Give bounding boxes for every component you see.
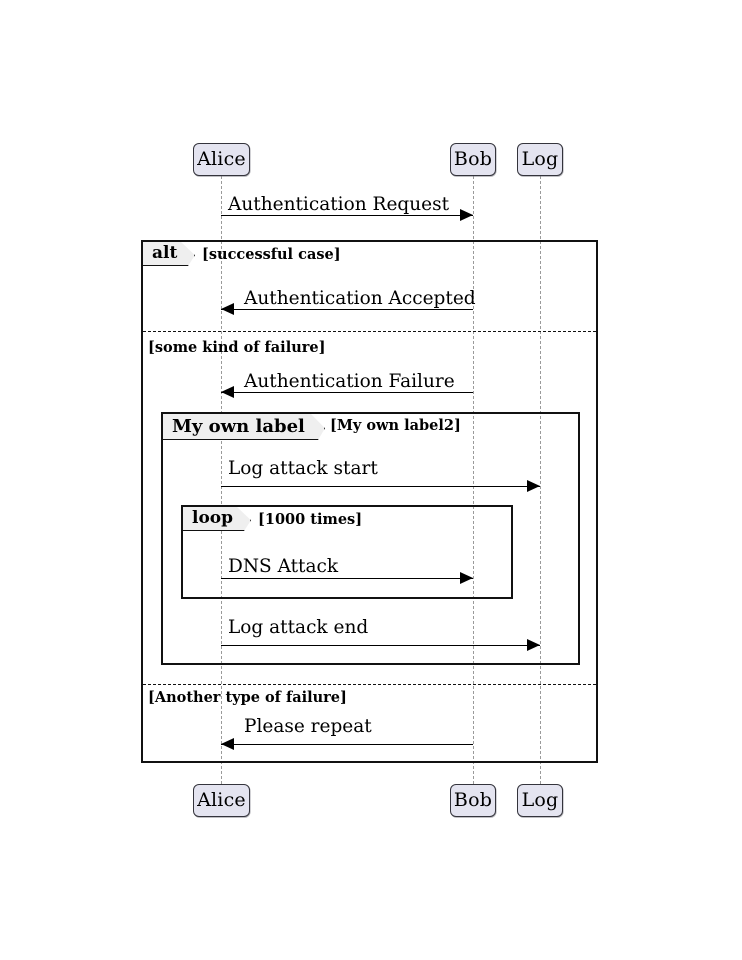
fragment-operator-loop: loop xyxy=(183,507,251,531)
arrow-head-m3 xyxy=(221,385,234,398)
message-label-m6: Log attack end xyxy=(228,617,369,638)
fragment-guard-alt: [successful case] xyxy=(202,246,341,263)
message-line-m4 xyxy=(221,486,540,487)
message-line-m3 xyxy=(221,392,473,393)
fragment-divider-guard-alt-0: [some kind of failure] xyxy=(148,339,326,356)
message-label-m2: Authentication Accepted xyxy=(244,288,476,309)
participant-alice-bottom[interactable]: Alice xyxy=(193,784,250,817)
message-line-m6 xyxy=(221,645,540,646)
message-line-m1 xyxy=(221,215,473,216)
participant-log-top[interactable]: Log xyxy=(517,143,563,176)
fragment-myownlabel xyxy=(161,412,580,665)
participant-bob-bottom[interactable]: Bob xyxy=(450,784,496,817)
message-label-m7: Please repeat xyxy=(244,716,372,737)
message-line-m5 xyxy=(221,578,473,579)
lifeline-log xyxy=(540,176,541,784)
fragment-alt xyxy=(141,240,598,763)
arrow-head-m1 xyxy=(460,208,473,221)
fragment-divider-alt-0 xyxy=(143,331,596,332)
fragment-divider-alt-1 xyxy=(143,684,596,685)
message-label-m3: Authentication Failure xyxy=(244,371,455,392)
message-label-m5: DNS Attack xyxy=(228,556,339,577)
message-line-m2 xyxy=(221,309,473,310)
fragment-guard-myownlabel: [My own label2] xyxy=(330,417,461,434)
arrow-head-m7 xyxy=(221,737,234,750)
arrow-head-m2 xyxy=(221,302,234,315)
arrow-head-m5 xyxy=(460,571,473,584)
lifeline-bob xyxy=(473,176,474,784)
participant-log-bottom[interactable]: Log xyxy=(517,784,563,817)
fragment-divider-guard-alt-1: [Another type of failure] xyxy=(148,689,347,706)
fragment-guard-loop: [1000 times] xyxy=(258,511,363,528)
arrow-head-m4 xyxy=(527,479,540,492)
participant-bob-top[interactable]: Bob xyxy=(450,143,496,176)
message-label-m1: Authentication Request xyxy=(228,194,450,215)
fragment-loop xyxy=(181,505,513,599)
lifeline-alice xyxy=(221,176,222,784)
message-line-m7 xyxy=(221,744,473,745)
message-label-m4: Log attack start xyxy=(228,458,378,479)
participant-alice-top[interactable]: Alice xyxy=(193,143,250,176)
arrow-head-m6 xyxy=(527,638,540,651)
fragment-operator-myownlabel: My own label xyxy=(163,414,325,440)
